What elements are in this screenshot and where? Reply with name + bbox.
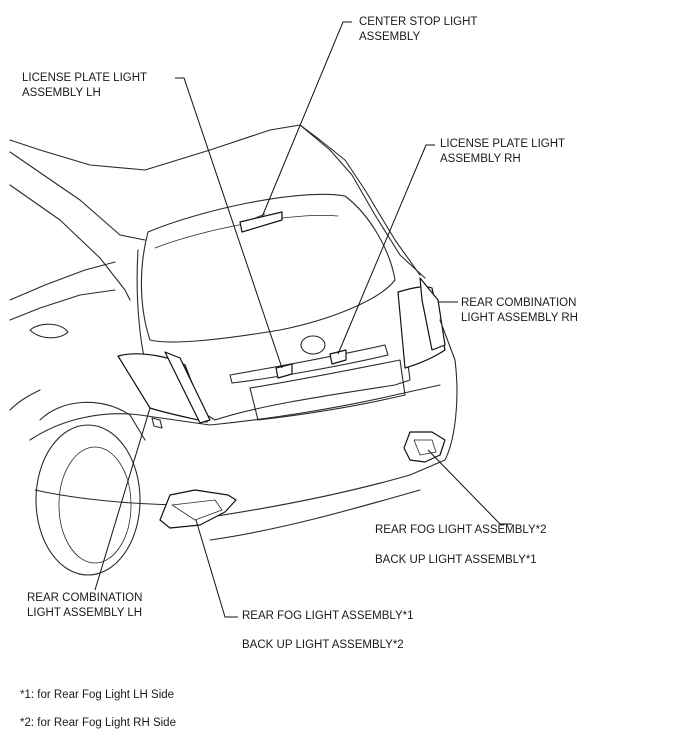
label-rear-combination-rh: REAR COMBINATION LIGHT ASSEMBLY RH bbox=[461, 297, 578, 324]
label-back-up-light-1: BACK UP LIGHT ASSEMBLY*1 bbox=[375, 554, 537, 566]
leader-fog-lh bbox=[195, 519, 238, 618]
leader-center-stop bbox=[261, 21, 352, 218]
label-rear-fog-light-2: REAR FOG LIGHT ASSEMBLY*2 bbox=[375, 524, 547, 536]
label-rear-fog-light-1: REAR FOG LIGHT ASSEMBLY*1 bbox=[242, 610, 414, 622]
leader-license-lh bbox=[175, 77, 283, 369]
leader-rear-combo-lh bbox=[94, 407, 151, 591]
label-rear-combination-lh: REAR COMBINATION LIGHT ASSEMBLY LH bbox=[27, 592, 143, 619]
footnote-2: *2: for Rear Fog Light RH Side bbox=[20, 717, 176, 729]
label-license-plate-light-rh: LICENSE PLATE LIGHT ASSEMBLY RH bbox=[440, 138, 566, 165]
leader-license-rh bbox=[337, 144, 435, 355]
label-license-plate-light-lh: LICENSE PLATE LIGHT ASSEMBLY LH bbox=[22, 72, 148, 99]
label-back-up-light-2: BACK UP LIGHT ASSEMBLY*2 bbox=[242, 639, 404, 651]
leader-fog-rh bbox=[427, 449, 512, 525]
label-center-stop-light: CENTER STOP LIGHT ASSEMBLY bbox=[359, 16, 478, 43]
footnote-1: *1: for Rear Fog Light LH Side bbox=[20, 689, 175, 701]
